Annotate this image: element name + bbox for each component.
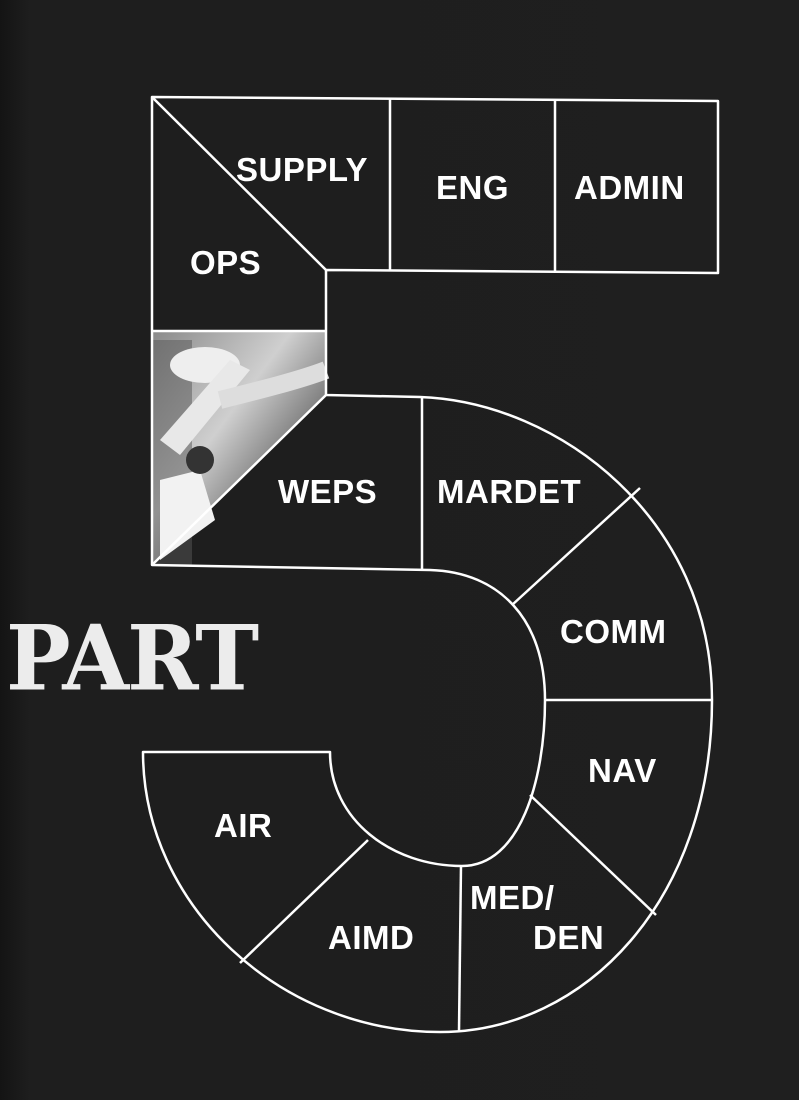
label-ops: OPS (190, 244, 262, 281)
divider-ops-supply (151, 96, 327, 271)
divider-mardet-comm (511, 487, 641, 606)
label-admin: ADMIN (574, 169, 685, 206)
label-eng: ENG (436, 169, 510, 206)
divider-photo-weps (151, 394, 327, 566)
label-nav: NAV (588, 752, 657, 789)
part-heading: PART (6, 605, 259, 712)
label-weps: WEPS (278, 473, 378, 510)
label-air: AIR (214, 807, 273, 844)
outline-top (141, 95, 720, 1034)
photo-sailor-at-light-fixture (152, 332, 330, 565)
label-comm: COMM (560, 613, 667, 650)
label-supply: SUPPLY (236, 151, 369, 188)
label-med: MED/ (470, 879, 555, 916)
divider-aimd-air (239, 839, 369, 964)
label-den: DEN (533, 919, 605, 956)
divider-nav-med (529, 794, 657, 916)
label-mardet: MARDET (437, 473, 582, 510)
divider-med-aimd (457, 864, 463, 1032)
label-aimd: AIMD (328, 919, 415, 956)
